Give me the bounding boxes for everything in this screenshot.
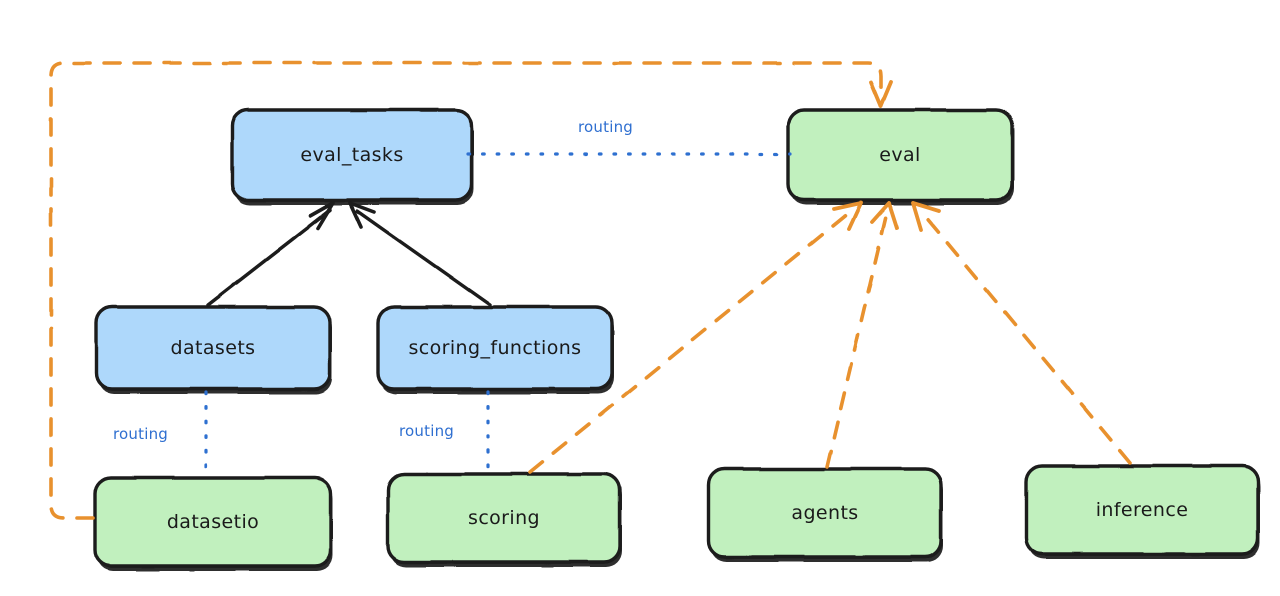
- edge-agents-eval: [825, 201, 899, 469]
- node-agents[interactable]: [707, 467, 943, 562]
- node-datasetio[interactable]: [93, 476, 333, 571]
- edge-datasets-eval_tasks: [206, 201, 335, 307]
- node-scoring_functions[interactable]: [376, 305, 614, 394]
- node-eval_tasks[interactable]: [230, 108, 474, 205]
- edges: [49, 61, 1132, 520]
- node-datasets[interactable]: [94, 305, 332, 394]
- edge-scoring-eval: [528, 201, 863, 474]
- edge-inference-eval: [911, 201, 1132, 465]
- node-shapes: [93, 108, 1260, 571]
- node-inference[interactable]: [1024, 464, 1260, 559]
- node-eval[interactable]: [786, 108, 1014, 205]
- edge-datasetio-eval: [49, 61, 893, 520]
- node-scoring[interactable]: [386, 472, 622, 567]
- edge-scoring_functions-eval_tasks: [348, 201, 492, 307]
